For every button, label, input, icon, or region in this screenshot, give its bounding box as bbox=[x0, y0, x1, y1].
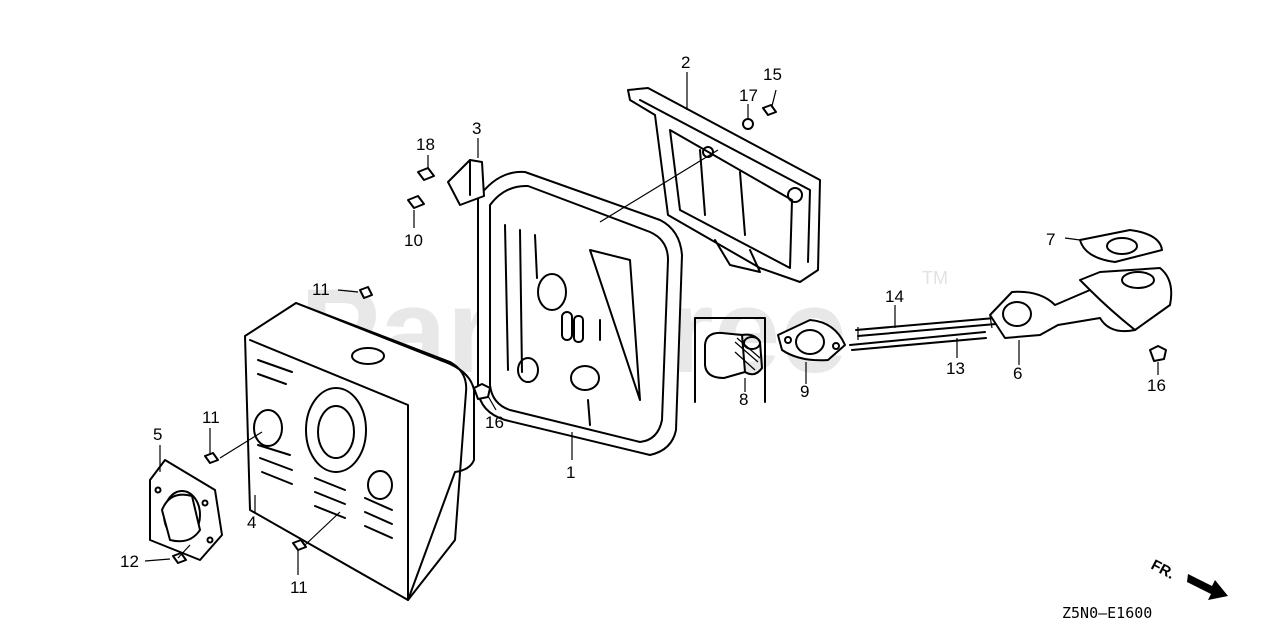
callout-18: 18 bbox=[416, 135, 435, 154]
callout-11-left: 11 bbox=[202, 408, 220, 427]
callout-2: 2 bbox=[681, 53, 690, 72]
part-8-spark-arrester[interactable] bbox=[694, 317, 766, 403]
callout-17: 17 bbox=[739, 86, 758, 105]
screw-15-icon bbox=[762, 104, 777, 116]
callout-16-right: 16 bbox=[1147, 376, 1166, 395]
bolt-10-icon bbox=[407, 195, 425, 209]
callout-5: 5 bbox=[153, 425, 162, 444]
screw-11-top-icon bbox=[359, 286, 373, 299]
callout-12: 12 bbox=[120, 552, 139, 571]
bolt-18-icon bbox=[417, 167, 435, 181]
part-1-muffler[interactable] bbox=[477, 170, 683, 456]
callout-15: 15 bbox=[763, 65, 782, 84]
callout-16-left: 16 bbox=[485, 413, 504, 432]
callout-14: 14 bbox=[885, 287, 904, 306]
part-6-exhaust-pipe[interactable] bbox=[989, 267, 1173, 339]
callout-1: 1 bbox=[566, 463, 575, 482]
part-9-gasket[interactable] bbox=[777, 319, 846, 362]
callout-6: 6 bbox=[1013, 364, 1022, 383]
front-direction-marker: FR. bbox=[1148, 557, 1228, 600]
part-5-deflector[interactable] bbox=[149, 459, 223, 561]
washer-17-icon bbox=[742, 118, 754, 130]
nut-16-left-icon bbox=[473, 383, 491, 400]
callout-11-top: 11 bbox=[312, 280, 330, 299]
callout-4: 4 bbox=[247, 513, 256, 532]
front-arrow-icon bbox=[1187, 574, 1228, 600]
callout-7: 7 bbox=[1046, 230, 1055, 249]
fasteners bbox=[172, 104, 1167, 564]
part-7-gasket[interactable] bbox=[1079, 229, 1163, 263]
screw-11-left-icon bbox=[204, 452, 219, 464]
diagram-code: Z5N0—E1600 bbox=[1062, 604, 1152, 622]
callout-11-bottom: 11 bbox=[290, 578, 308, 597]
callout-8: 8 bbox=[739, 390, 748, 409]
screw-11-bottom-icon bbox=[292, 539, 307, 551]
watermark-trademark: TM bbox=[922, 268, 948, 288]
callout-3: 3 bbox=[472, 119, 481, 138]
callout-9: 9 bbox=[800, 382, 809, 401]
nut-16-right-icon bbox=[1149, 345, 1167, 362]
leader-lines bbox=[144, 72, 1159, 575]
callout-10: 10 bbox=[404, 231, 423, 250]
part-13-14-studs[interactable] bbox=[849, 315, 997, 351]
part-3-bracket[interactable] bbox=[447, 159, 485, 206]
part-2-protector[interactable] bbox=[627, 87, 821, 283]
callout-13: 13 bbox=[946, 359, 965, 378]
part-4-muffler-cover[interactable] bbox=[244, 302, 475, 601]
callout-labels: 1 2 3 4 5 6 7 8 9 10 11 11 11 12 13 14 1… bbox=[120, 53, 1166, 597]
front-label: FR. bbox=[1148, 557, 1177, 583]
screw-12-icon bbox=[172, 552, 187, 564]
